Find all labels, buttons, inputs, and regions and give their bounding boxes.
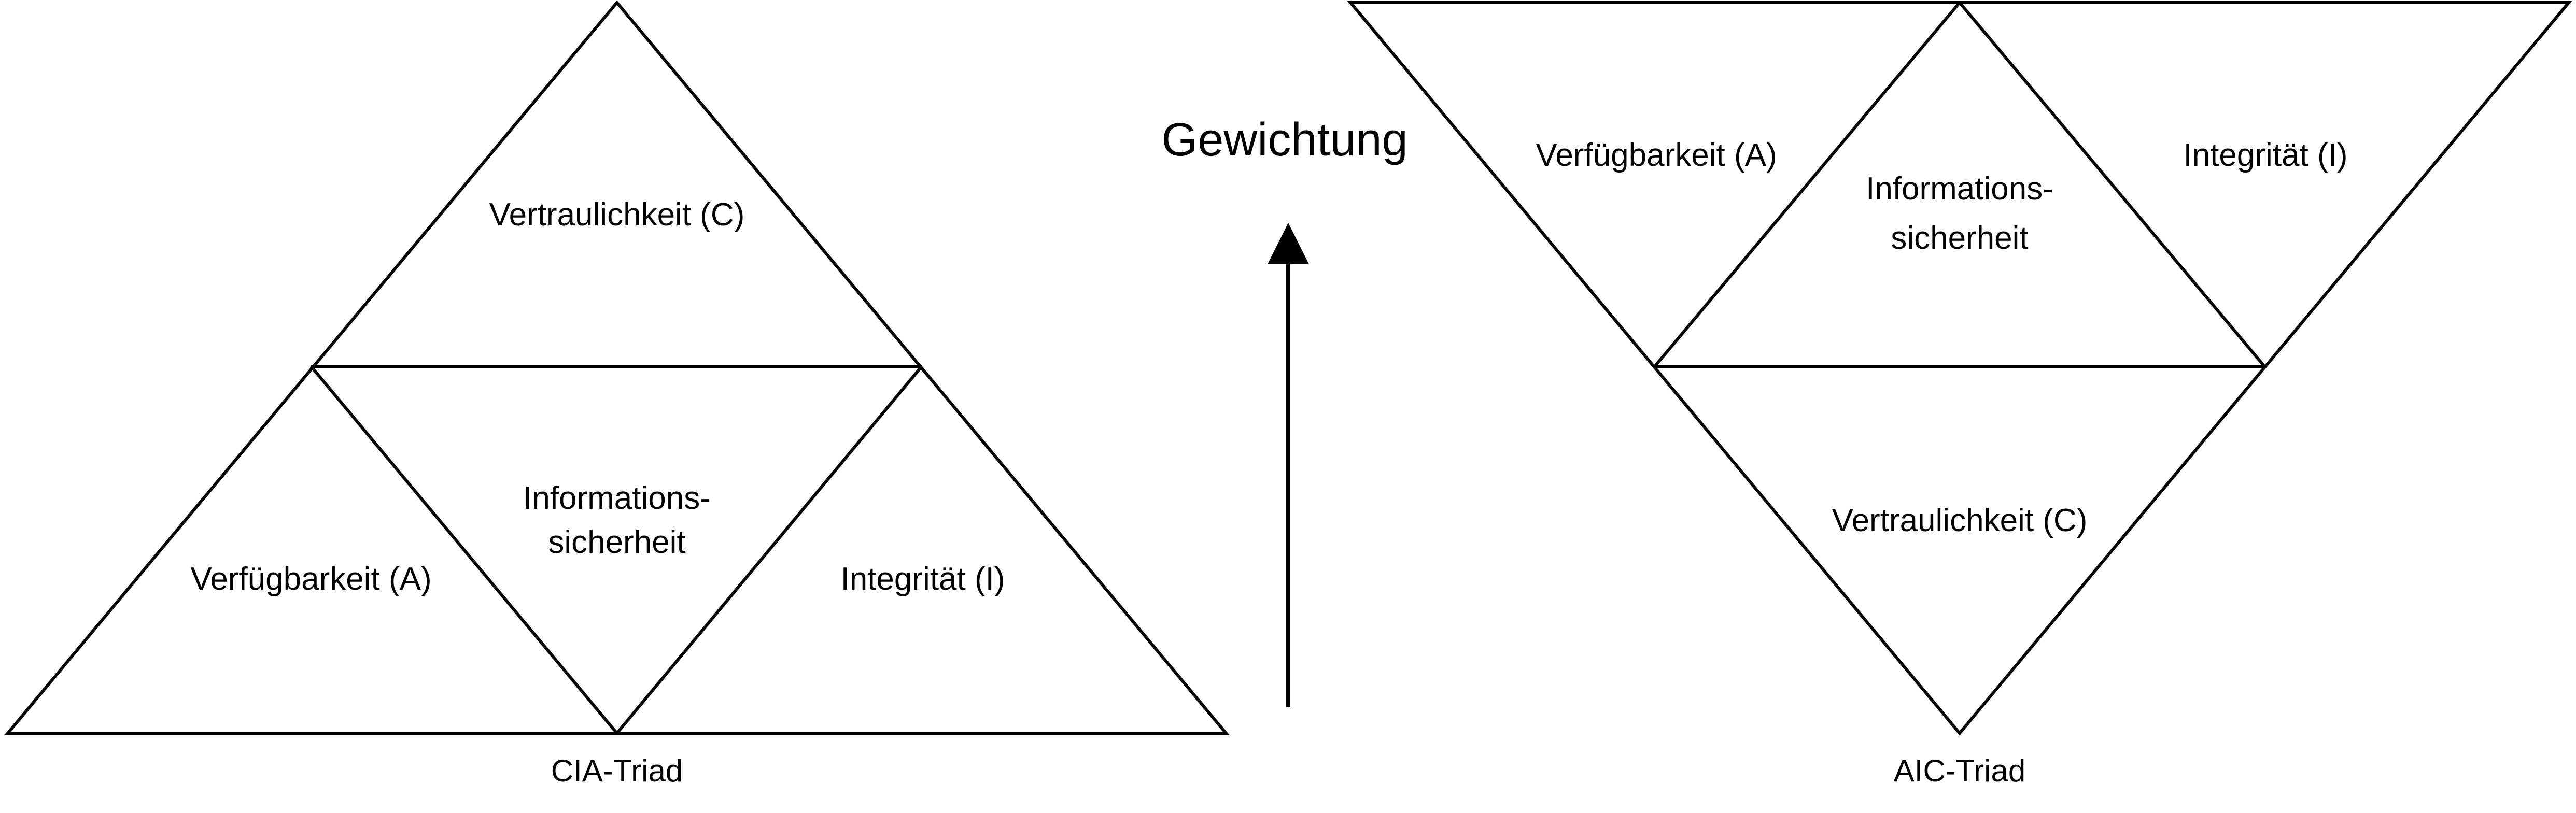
cia-right-inner-edge — [615, 365, 923, 734]
aic-right-inner-edge — [1958, 2, 2266, 367]
cia-integrity-label: Integrität (I) — [841, 561, 1005, 597]
cia-center-label-line2: sicherheit — [548, 524, 685, 560]
cia-left-inner-edge — [309, 365, 618, 734]
aic-availability-label: Verfügbarkeit (A) — [1536, 137, 1777, 173]
aic-triad: Verfügbarkeit (A) Informations- sicherhe… — [1347, 1, 2572, 788]
aic-left-inner-edge — [1653, 2, 1961, 367]
cia-caption: CIA-Triad — [551, 753, 683, 788]
cia-center-label-line1: Informations- — [523, 480, 711, 516]
aic-caption: AIC-Triad — [1894, 753, 2025, 788]
weighting-indicator: Gewichtung — [1161, 114, 1408, 707]
cia-triad: Vertraulichkeit (C) Verfügbarkeit (A) In… — [4, 0, 1230, 788]
cia-availability-label: Verfügbarkeit (A) — [190, 561, 431, 597]
aic-integrity-label: Integrität (I) — [2184, 137, 2348, 173]
aic-confidentiality-label: Vertraulichkeit (C) — [1832, 503, 2088, 538]
weighting-label: Gewichtung — [1161, 114, 1407, 166]
aic-center-label-line1: Informations- — [1866, 171, 2053, 207]
aic-center-label-line2: sicherheit — [1891, 220, 2028, 256]
cia-confidentiality-label: Vertraulichkeit (C) — [489, 197, 745, 233]
